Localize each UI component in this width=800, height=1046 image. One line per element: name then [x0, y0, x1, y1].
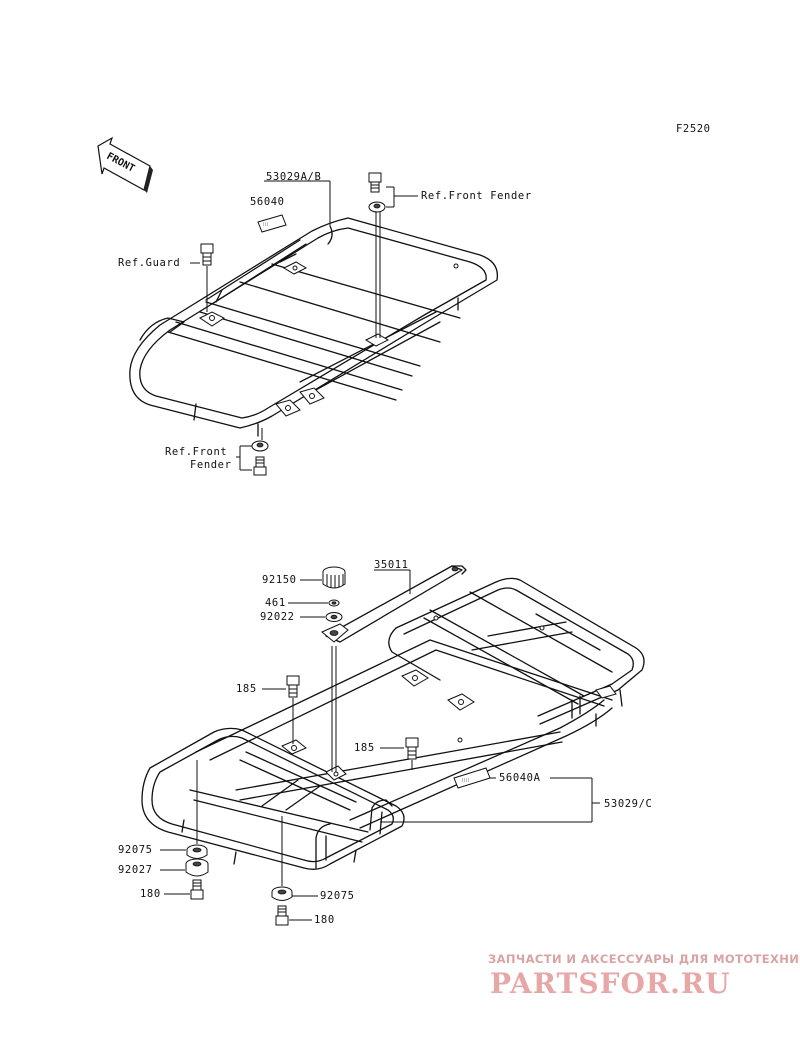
label-180-right: 180 [314, 914, 335, 926]
label-92075-left: 92075 [118, 844, 153, 856]
label-53029a-b: 53029A/B [266, 171, 321, 183]
label-35011: 35011 [374, 559, 409, 571]
guard-bolt-icon [200, 243, 214, 266]
label-ref-front-fender-top: Ref.Front Fender [421, 190, 532, 202]
collar-92027-icon [185, 858, 209, 877]
label-56040a: 56040A [499, 772, 541, 784]
front-arrow-icon: FRONT [97, 136, 153, 193]
figure-code: F2520 [676, 123, 711, 135]
bolt-180-right-icon [275, 905, 289, 926]
svg-text:⁞⁞⁞: ⁞⁞⁞ [263, 222, 269, 228]
label-92075-right: 92075 [320, 890, 355, 902]
watermark-brand: PARTSFOR.RU [490, 967, 731, 1000]
label-ref-guard: Ref.Guard [118, 257, 180, 269]
washer-92022-icon [325, 612, 343, 622]
label-53029-c: 53029/C [604, 798, 652, 810]
watermark: ЗАПЧАСТИ И АКСЕССУАРЫ ДЛЯ МОТОТЕХНИКИ PA… [488, 952, 800, 1000]
label-185-mid: 185 [354, 742, 375, 754]
label-92022: 92022 [260, 611, 295, 623]
label-92150: 92150 [262, 574, 297, 586]
upper-carrier-assembly: ⁞⁞⁞ [118, 171, 532, 476]
damper-92075-right-icon [271, 886, 293, 901]
washer-461-icon [328, 599, 340, 607]
watermark-tagline: ЗАПЧАСТИ И АКСЕССУАРЫ ДЛЯ МОТОТЕХНИКИ [488, 952, 800, 966]
label-180-left: 180 [140, 888, 161, 900]
label-185-left: 185 [236, 683, 257, 695]
label-ref-front-fender-bottom-2: Fender [190, 459, 232, 471]
label-461: 461 [265, 597, 286, 609]
label-ref-front-fender-bottom-1: Ref.Front [165, 446, 227, 458]
svg-text:⁞⁞⁞⁞: ⁞⁞⁞⁞ [462, 778, 470, 784]
bottom-bolt-icon [253, 456, 267, 476]
bolt-180-left-icon [190, 879, 204, 900]
top-bolt-icon [368, 172, 382, 193]
lower-carrier-assembly: ⁞⁞⁞⁞ [118, 559, 652, 926]
decal-56040-icon: ⁞⁞⁞ [257, 214, 287, 233]
label-92027: 92027 [118, 864, 153, 876]
bolt-185-mid-icon [405, 737, 419, 760]
label-56040: 56040 [250, 196, 285, 208]
bolt-185-left-icon [286, 675, 300, 698]
damper-92075-left-icon [186, 844, 208, 859]
knob-92150-icon [322, 566, 346, 589]
bottom-washer-icon [251, 440, 269, 452]
decal-56040a-icon: ⁞⁞⁞⁞ [453, 767, 491, 789]
top-washer-icon [368, 201, 386, 213]
